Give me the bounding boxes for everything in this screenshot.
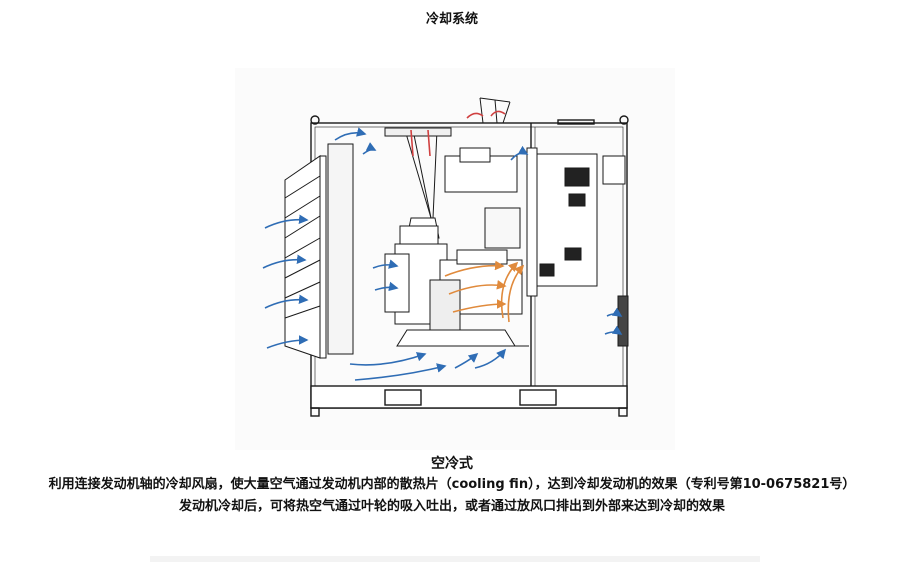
exhaust-outlet	[479, 97, 511, 124]
engine-assembly	[384, 127, 529, 347]
air-cooling-diagram	[235, 68, 675, 450]
description-line-2: 发动机冷却后，可将热空气通过叶轮的吸入吐出，或者通过放风口排出到外部来达到冷却的…	[178, 499, 725, 514]
hot-exhaust-flow	[410, 110, 506, 157]
radiator-louver	[284, 143, 354, 359]
diagram-svg	[262, 97, 629, 417]
figure-caption: 空冷式	[431, 456, 473, 472]
control-panel	[526, 147, 629, 347]
cool-airflow	[262, 127, 623, 381]
page-title: 冷却系统	[425, 12, 478, 27]
bottom-divider	[150, 556, 760, 562]
hot-airflow	[444, 260, 525, 323]
enclosure-frame	[310, 115, 629, 417]
description-line-1: 利用连接发动机轴的冷却风扇，使大量空气通过发动机内部的散热片（cooling f…	[48, 477, 856, 492]
